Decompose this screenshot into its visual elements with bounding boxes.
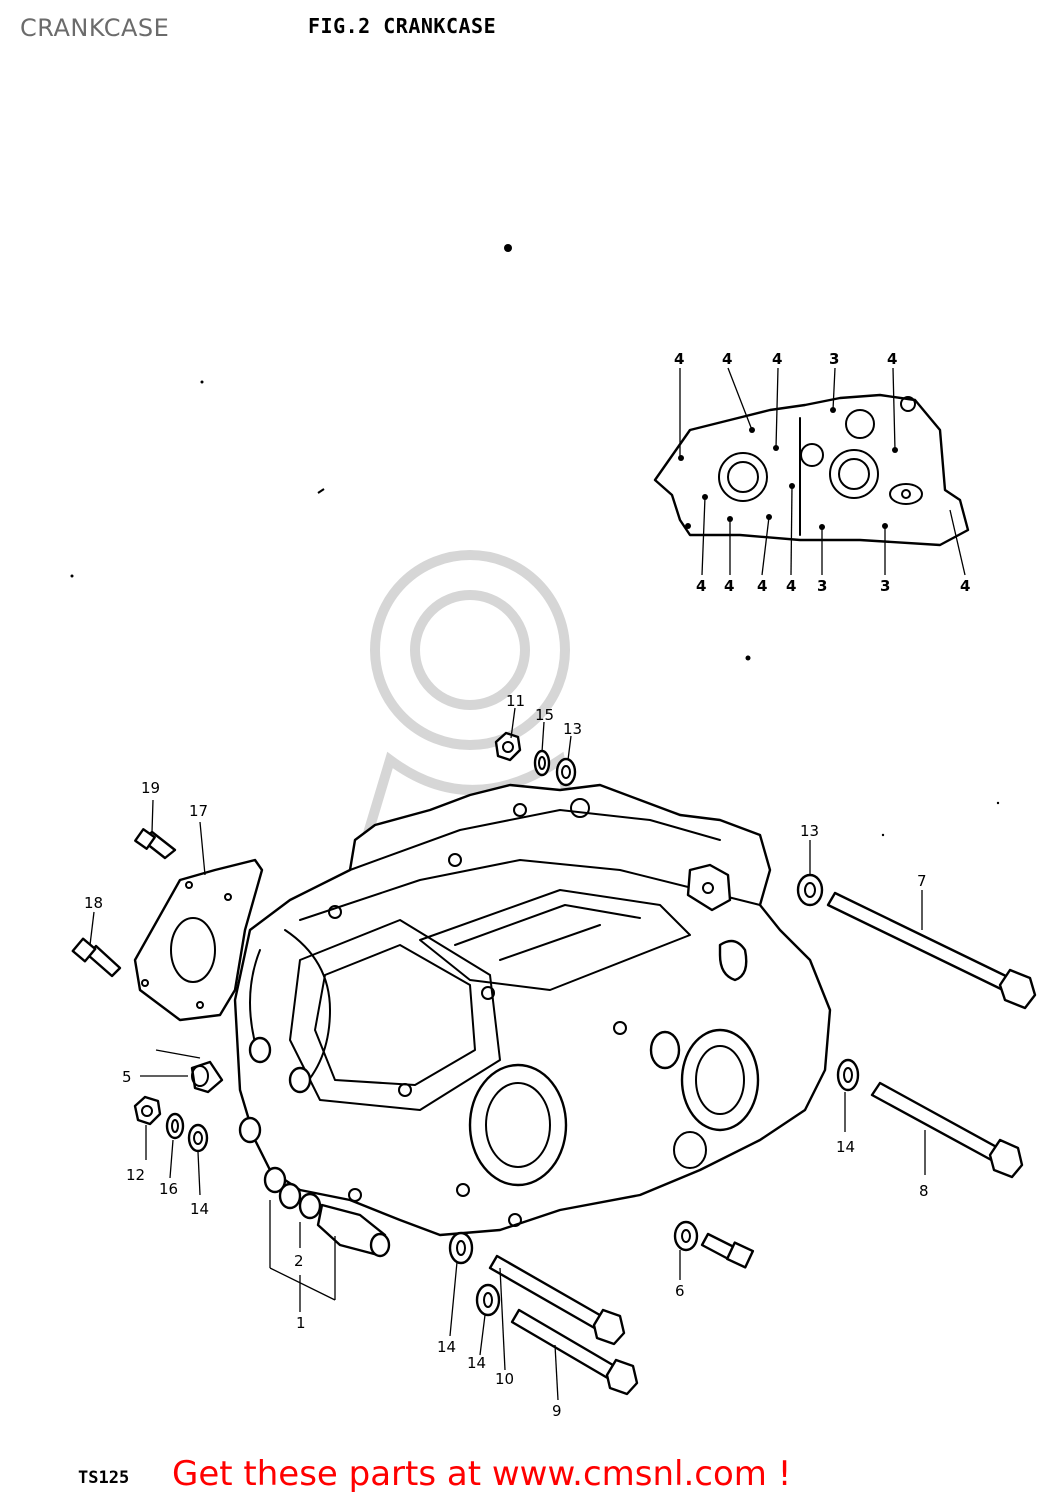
callout-2: 2 — [294, 1252, 304, 1270]
callout-9: 9 — [552, 1402, 562, 1420]
callout-14-right: 14 — [836, 1138, 855, 1156]
part-9-bolt — [510, 1308, 639, 1396]
inset-callout-bottom-1: 4 — [696, 577, 706, 595]
part-6-washer-bolt — [673, 1220, 755, 1269]
part-14-washer-lower-b — [475, 1283, 501, 1317]
callout-5: 5 — [122, 1068, 132, 1086]
part-16-washer — [165, 1112, 185, 1140]
inset-callout-bottom-2: 4 — [724, 577, 734, 595]
part-12-nut — [133, 1095, 162, 1126]
inset-callout-bottom-3: 4 — [757, 577, 767, 595]
inset-callout-bottom-5: 3 — [817, 577, 827, 595]
callout-16: 16 — [159, 1180, 178, 1198]
inset-callout-top-3: 4 — [772, 350, 782, 368]
callout-15: 15 — [535, 706, 554, 724]
part-7-long-bolt — [826, 891, 1037, 1010]
callout-13-top: 13 — [563, 720, 582, 738]
inset-callout-top-5: 4 — [887, 350, 897, 368]
model-code: TS125 — [78, 1468, 130, 1488]
part-19-bolt — [134, 828, 177, 860]
callout-10: 10 — [495, 1370, 514, 1388]
inset-callouts-bottom: 4 4 4 4 3 3 4 — [696, 577, 970, 595]
part-14-washer-left — [187, 1123, 209, 1153]
part-10-bolt — [488, 1254, 626, 1346]
callout-11: 11 — [506, 692, 525, 710]
inset-callout-bottom-7: 4 — [960, 577, 970, 595]
callout-14-lower-a: 14 — [437, 1338, 456, 1356]
part-14-washer-lower-a — [448, 1231, 474, 1265]
page-title: CRANKCASE — [20, 14, 170, 42]
callout-6: 6 — [675, 1282, 685, 1300]
part-17-reed-plate — [133, 858, 264, 1022]
part-11-nut — [494, 731, 522, 762]
part-callouts: 11 15 13 19 17 18 13 7 5 12 16 14 14 8 2… — [84, 692, 929, 1420]
callout-18: 18 — [84, 894, 103, 912]
inset-callout-top-4: 3 — [829, 350, 839, 368]
inset-crankcase-view: 4 4 4 3 4 4 4 4 4 3 3 4 — [653, 350, 970, 595]
scan-specks — [70, 244, 1000, 837]
callout-8: 8 — [919, 1182, 929, 1200]
figure-caption: FIG.2 CRANKCASE — [308, 14, 497, 38]
leader-lines — [89, 707, 926, 1401]
part-13-washer-top — [555, 757, 577, 787]
callout-19: 19 — [141, 779, 160, 797]
inset-callout-bottom-6: 3 — [880, 577, 890, 595]
callout-14-lower-b: 14 — [467, 1354, 486, 1372]
part-18-bolt — [71, 937, 122, 978]
inset-leader-lines — [679, 367, 966, 576]
crankcase-assembly — [233, 783, 832, 1258]
inset-callouts-top: 4 4 4 3 4 — [674, 350, 897, 368]
callout-7: 7 — [917, 872, 927, 890]
callout-1: 1 — [296, 1314, 306, 1332]
inset-callout-top-2: 4 — [722, 350, 732, 368]
callout-12: 12 — [126, 1166, 145, 1184]
callout-14-left: 14 — [190, 1200, 209, 1218]
callout-13-right: 13 — [800, 822, 819, 840]
inset-callout-top-1: 4 — [674, 350, 684, 368]
promo-link[interactable]: Get these parts at www.cmsnl.com ! — [172, 1454, 792, 1494]
part-8-bolt — [870, 1081, 1024, 1179]
crankcase-bolt-holes — [328, 798, 627, 1227]
part-15-washer — [533, 749, 551, 777]
inset-callout-bottom-4: 4 — [786, 577, 796, 595]
part-14-washer-right — [836, 1058, 860, 1092]
part-13-washer-right — [796, 873, 824, 907]
part-5-dowel — [190, 1060, 224, 1094]
callout-17: 17 — [189, 802, 208, 820]
